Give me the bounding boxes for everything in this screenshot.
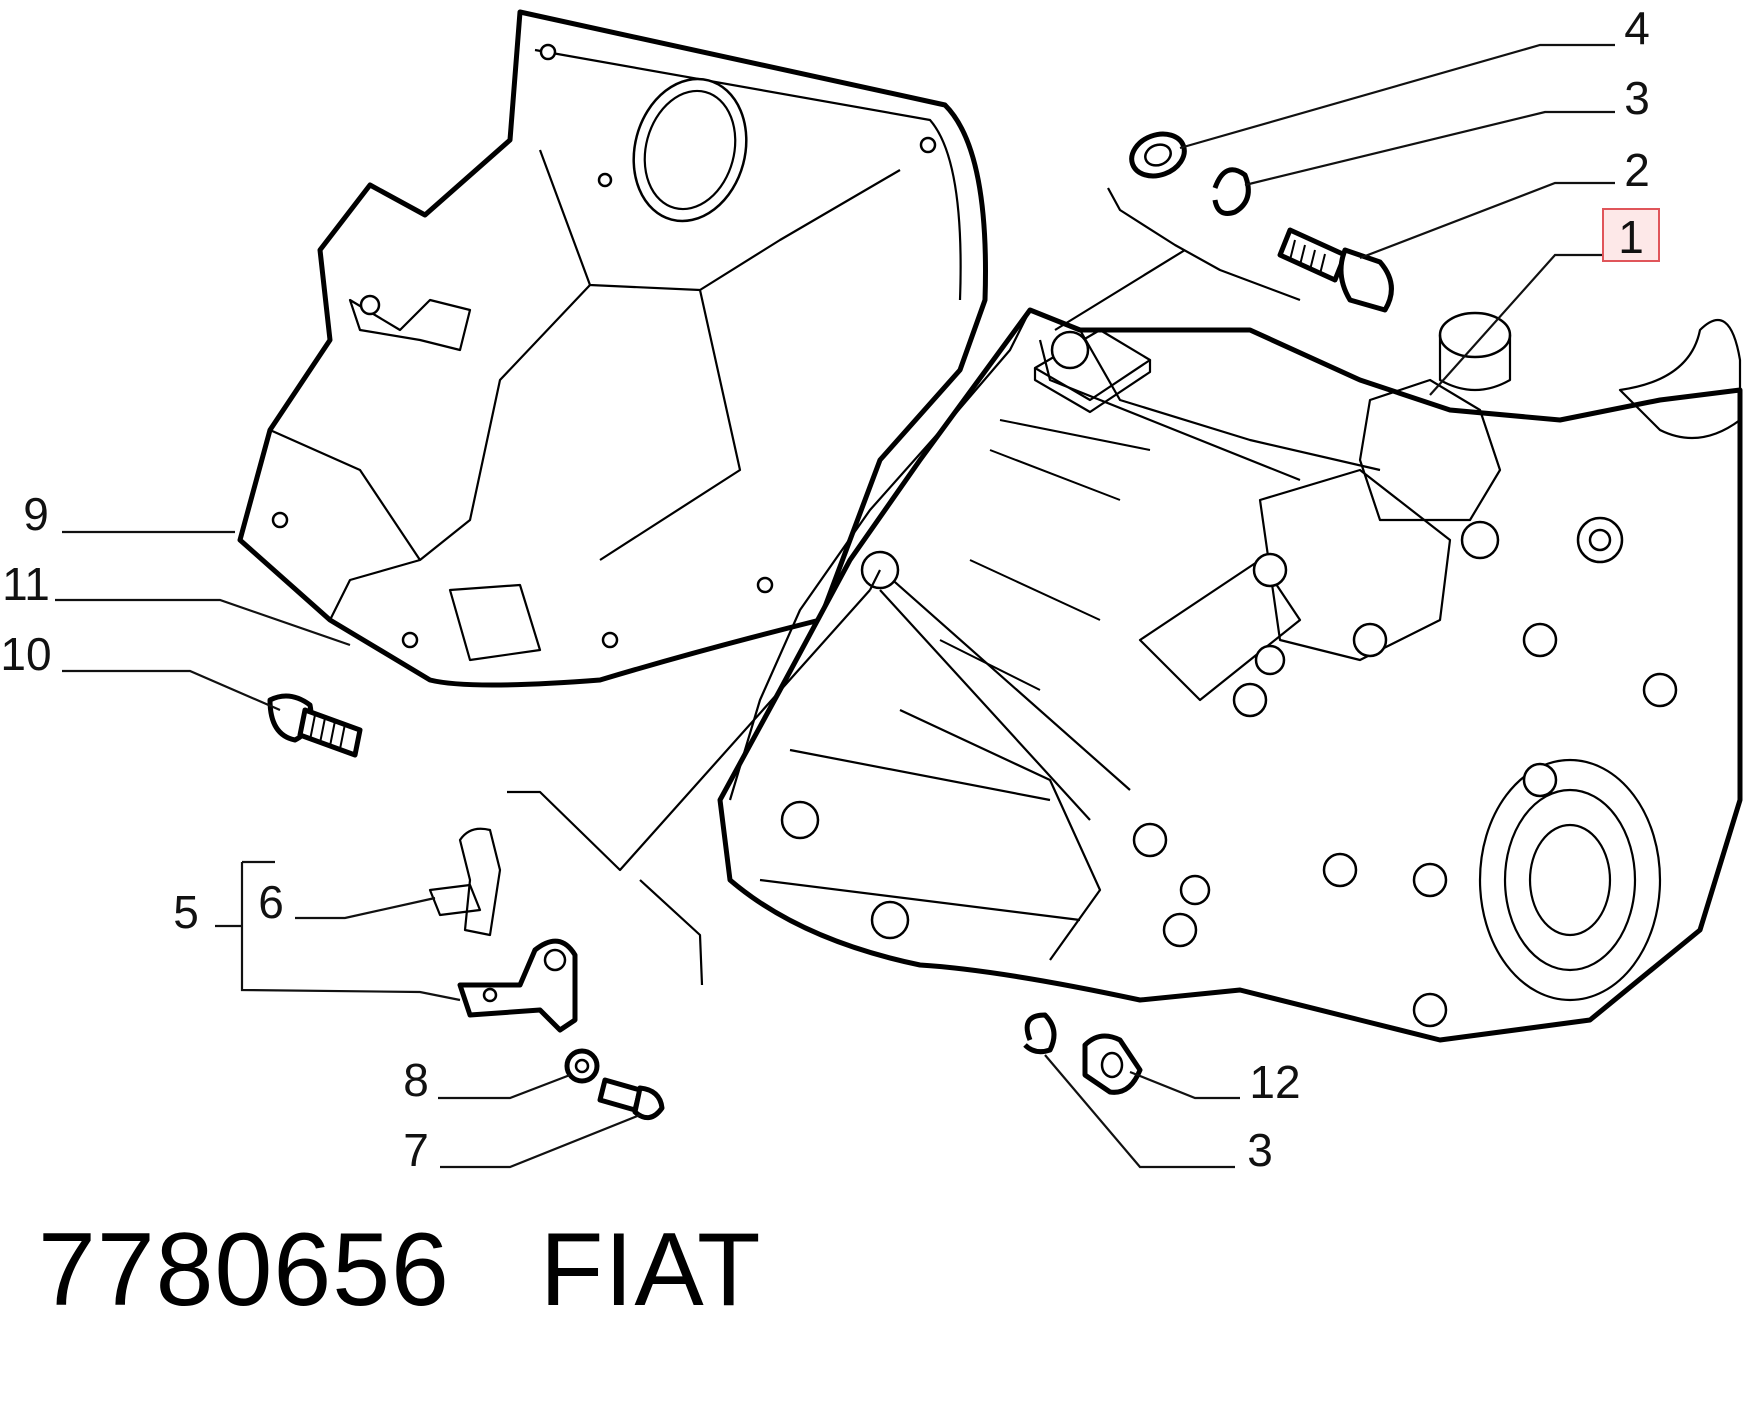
bolt-part-7 (597, 1077, 665, 1121)
brand-name: FIAT (539, 1212, 762, 1328)
leader-5-bracket (215, 860, 461, 1002)
leader-lines (55, 43, 1615, 1169)
gearbox-housing-part-1 (717, 307, 1743, 1043)
nut-part-12 (1082, 1033, 1143, 1095)
callout-9: 9 (23, 488, 49, 540)
cover-plate-part-9 (237, 9, 988, 688)
leader-6 (295, 896, 436, 920)
callout-10: 10 (0, 628, 51, 680)
leader-12 (1129, 1070, 1240, 1100)
selected-part-highlight-fill (1604, 210, 1658, 260)
callout-12: 12 (1249, 1056, 1300, 1108)
leader-10 (62, 669, 281, 712)
callout-8: 8 (403, 1054, 429, 1106)
washer-part-4 (1129, 131, 1187, 179)
callout-2: 2 (1624, 144, 1650, 196)
leader-8 (438, 1073, 571, 1100)
spring-washer-part-3-top (1212, 167, 1251, 216)
spring-washer-part-3-bottom (1023, 1012, 1057, 1055)
bolt-part-10 (267, 693, 363, 758)
leader-3-bottom (1044, 1054, 1235, 1169)
callout-3-bottom: 3 (1247, 1124, 1273, 1176)
leader-11 (55, 598, 351, 647)
callout-7: 7 (403, 1124, 429, 1176)
leader-4 (1179, 43, 1615, 150)
callout-labels: 1 2 3 4 9 11 10 5 6 8 7 12 3 (0, 2, 1649, 1176)
leader-7 (440, 1113, 641, 1169)
leader-3-top (1244, 110, 1615, 187)
callout-11: 11 (2, 558, 50, 610)
bracket-part-5 (457, 938, 578, 1033)
callout-5: 5 (173, 886, 199, 938)
selected-part-highlight (1602, 208, 1660, 262)
callout-3-top: 3 (1624, 72, 1650, 124)
washer-part-8 (564, 1048, 600, 1084)
leader-2 (1359, 181, 1615, 260)
bolt-part-2 (1277, 227, 1394, 313)
callout-4: 4 (1624, 2, 1650, 54)
leader-1 (1429, 253, 1605, 396)
clip-part-6 (428, 827, 502, 937)
callout-6: 6 (258, 876, 284, 928)
section-break-lines (507, 187, 1301, 986)
callout-1: 1 (1618, 211, 1644, 263)
part-number: 7780656 (38, 1212, 450, 1328)
